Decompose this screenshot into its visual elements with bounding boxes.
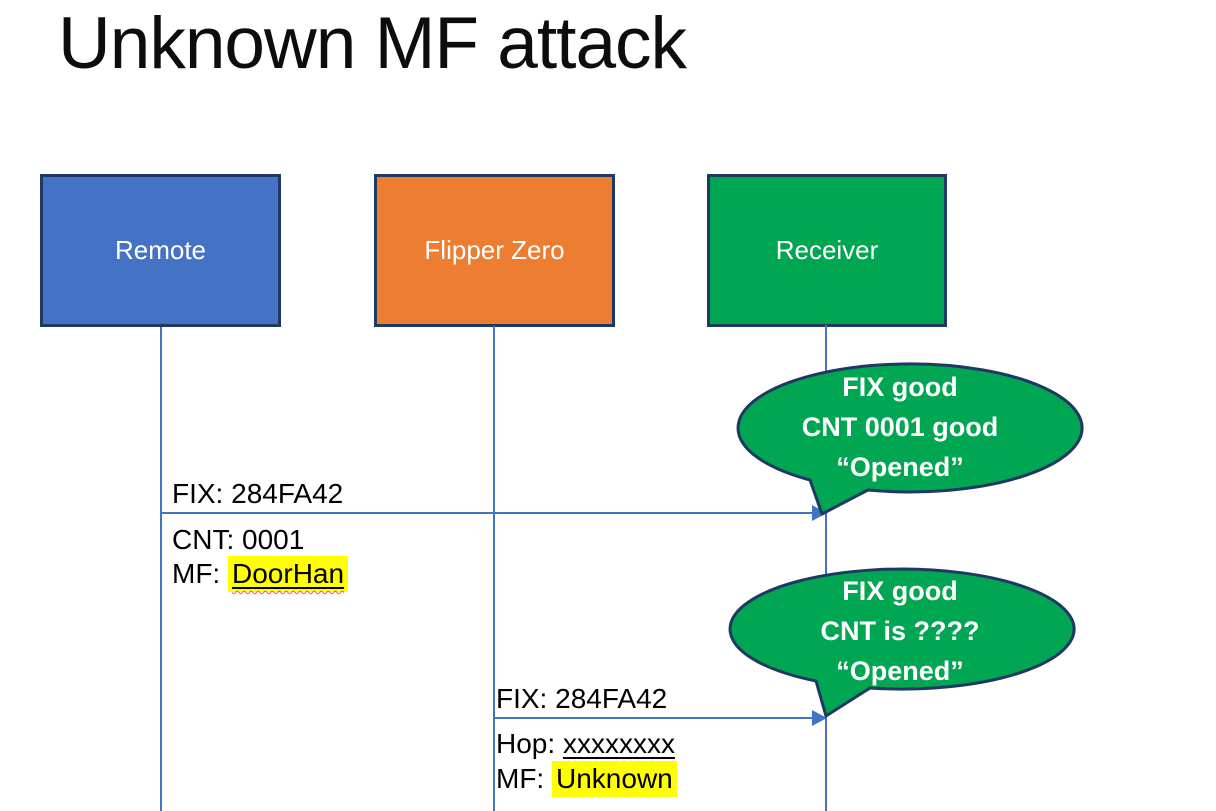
message1-mf-prefix: MF: [172, 558, 228, 589]
callout2-line3: “Opened” [836, 656, 964, 686]
actor-label-remote: Remote [114, 235, 207, 265]
message2-mf-highlighted-value: Unknown [552, 761, 677, 797]
message2-label-mf: MF: Unknown [496, 761, 677, 797]
message2-hop-value-text: xxxxxxxx [562, 728, 675, 759]
message2-fix-text: FIX: 284FA42 [496, 683, 668, 714]
callout1-line3: “Opened” [836, 452, 964, 482]
message2-hop-prefix: Hop: [496, 728, 563, 759]
message1-label-cnt: CNT: 0001 [172, 523, 304, 557]
callout2-line2: CNT is ???? [820, 616, 980, 646]
callout1-bubble-shape [736, 362, 1084, 516]
message1-label-fix: FIX: 284FA42 [172, 477, 343, 511]
message2-label-hop: Hop: xxxxxxxx [496, 727, 675, 761]
message1-arrow-line [161, 512, 813, 514]
message2-label-fix: FIX: 284FA42 [496, 682, 667, 716]
actor-label-flipper-zero: Flipper Zero [424, 235, 565, 265]
lifeline-flipper-zero [493, 326, 495, 811]
lifeline-receiver [825, 325, 827, 811]
message2-mf-prefix: MF: [496, 763, 552, 794]
callout2-text: FIX good CNT is ???? “Opened” [728, 571, 1072, 691]
message1-label-mf: MF: DoorHan [172, 556, 349, 592]
lifeline-remote [160, 327, 162, 811]
callout1-line2: CNT 0001 good [801, 412, 999, 442]
actor-label-receiver: Receiver [775, 235, 879, 265]
message2-mf-value-text: Unknown [556, 763, 673, 794]
callout2-bubble [728, 567, 1076, 718]
callout2-line1: FIX good [842, 576, 958, 606]
message1-mf-highlighted-value: DoorHan [228, 556, 349, 592]
callout1-line1: FIX good [842, 372, 958, 402]
callout1-bubble [736, 362, 1084, 516]
message1-mf-value-text: DoorHan [232, 558, 345, 589]
actor-box-receiver: Receiver [707, 174, 947, 327]
callout2-bubble-shape [728, 567, 1076, 718]
callout1-text: FIX good CNT 0001 good “Opened” [728, 367, 1072, 487]
message1-fix-text: FIX: 284FA42 [172, 478, 344, 509]
page-title: Unknown MF attack [58, 3, 687, 84]
message1-cnt-text: CNT: 0001 [172, 524, 305, 555]
message2-arrow-line [494, 717, 814, 719]
actor-box-flipper-zero: Flipper Zero [374, 174, 615, 327]
message2-arrowhead [812, 710, 827, 726]
actor-box-remote: Remote [40, 174, 281, 327]
message2-hop-underlined-value: xxxxxxxx [563, 728, 675, 759]
